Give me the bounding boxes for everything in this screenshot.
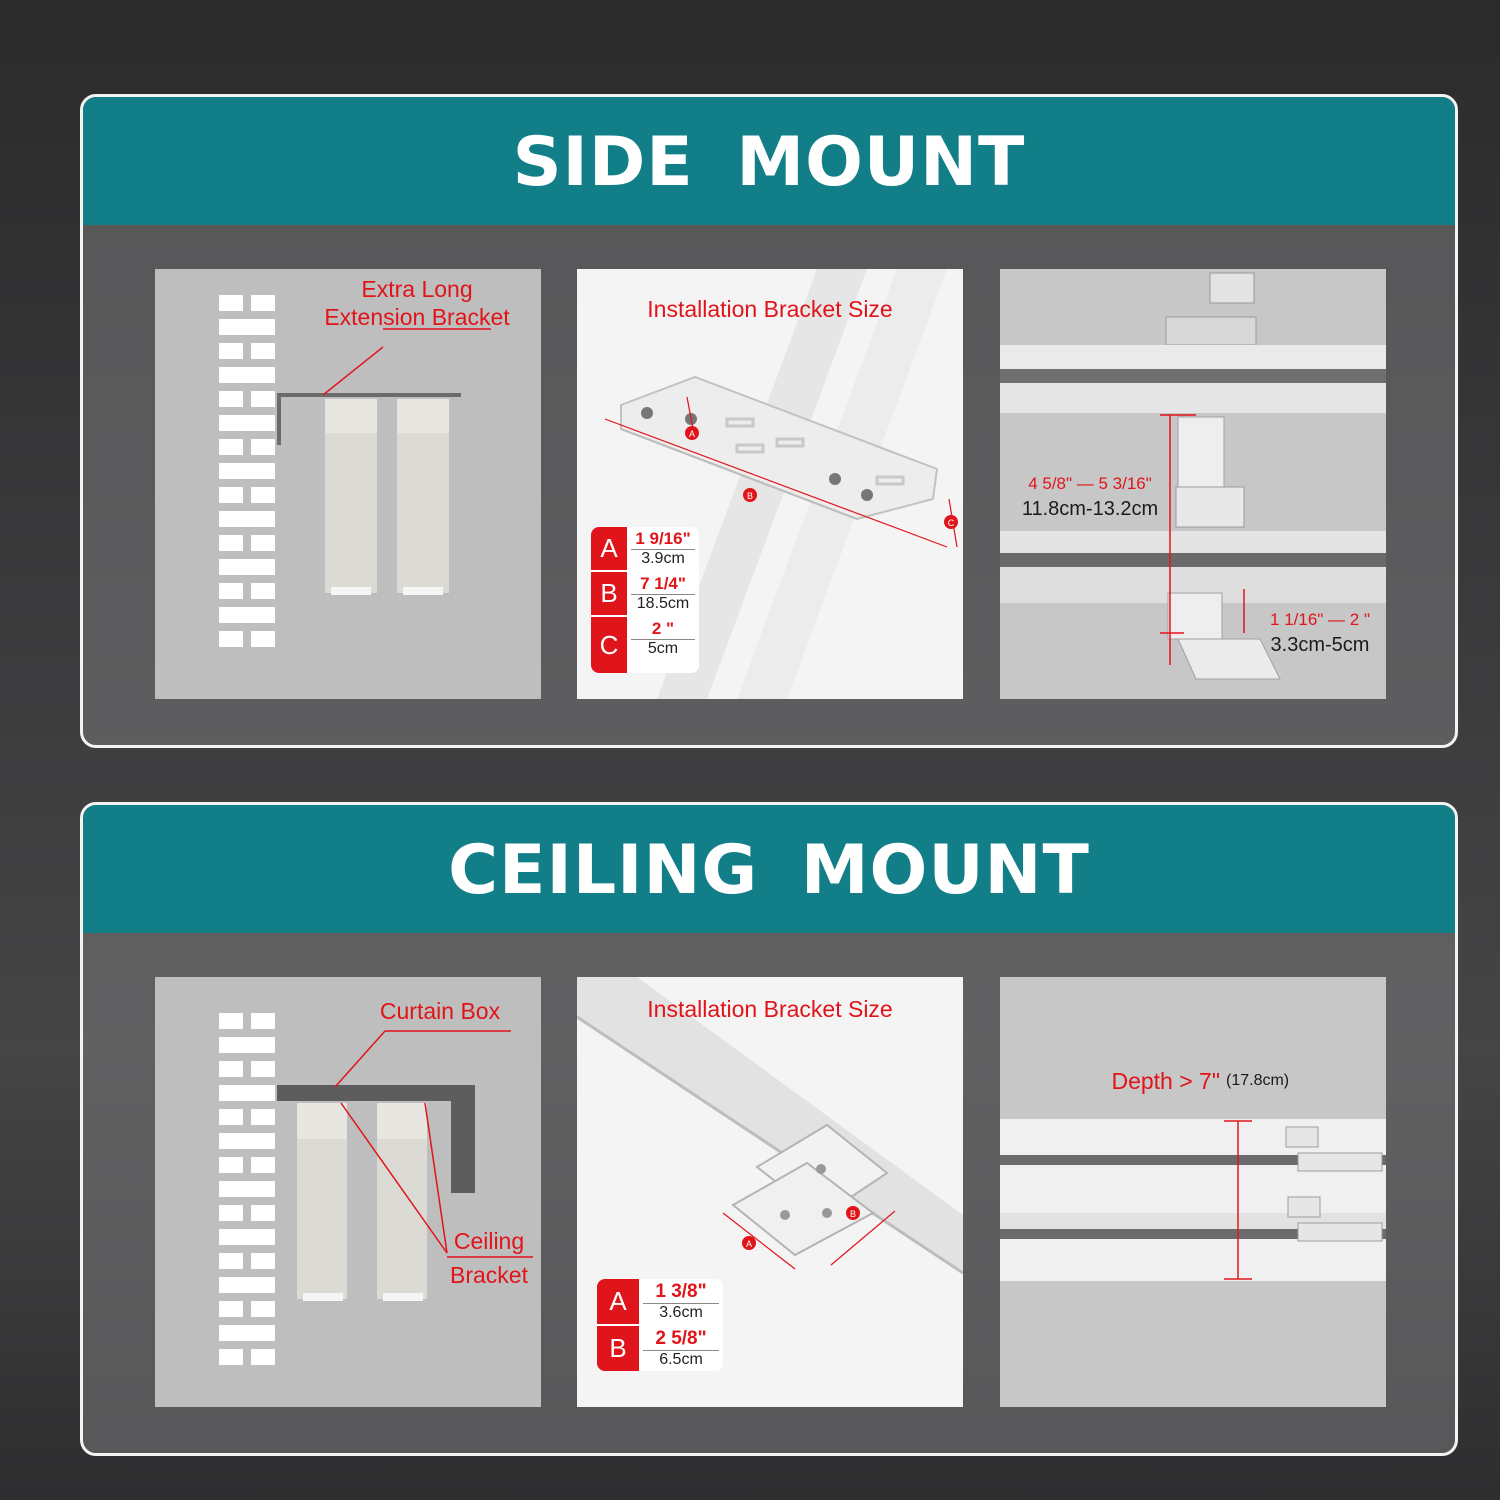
depth-label: Depth > 7": [1111, 1068, 1220, 1094]
ceiling-bracket-size-title: Installation Bracket Size: [647, 996, 892, 1022]
legend-row-a: A 1 9/16"3.9cm: [591, 527, 699, 570]
ceiling-bracket-size-panel: A B Installation Bracket Size A 1 3/8"3.…: [577, 977, 963, 1407]
ceiling-bracket-label-line2: Bracket: [450, 1262, 529, 1288]
wall-bracket-illustration: Extra Long Extension Bracket: [219, 276, 510, 647]
ceiling-mount-section: CEILING MOUNT: [80, 802, 1458, 1456]
side-double-track-panel: 4 5/8" — 5 3/16" 11.8cm-13.2cm 1 1/16" —…: [1000, 269, 1386, 699]
legend-row-b: B 7 1/4"18.5cm: [591, 570, 699, 615]
ceiling-mount-header: CEILING MOUNT: [83, 805, 1455, 933]
legend-row-b: B 2 5/8"6.5cm: [597, 1324, 723, 1371]
side-mount-header: SIDE MOUNT: [83, 97, 1455, 225]
depth-cm: (17.8cm): [1226, 1072, 1289, 1089]
curtain-box-illustration: Curtain Box Ceiling Bracket: [219, 998, 533, 1365]
curtain-track-1: [325, 399, 377, 595]
side-extension-bracket-diagram: Extra Long Extension Bracket: [155, 269, 541, 699]
brick-wall: [219, 295, 275, 647]
ceiling-bracket-photo: A B Installation Bracket Size: [577, 977, 963, 1275]
marker-a: A: [689, 429, 695, 439]
curtain-track-2: [377, 1103, 427, 1301]
side-bracket-size-panel: A B C Installation Bracket Size A 1 9/16…: [577, 269, 963, 699]
curtain-track-1: [297, 1103, 347, 1301]
extension-label-line2: Extension Bracket: [324, 304, 510, 330]
ceiling-mount-title: CEILING MOUNT: [448, 831, 1090, 910]
side-mount-title: SIDE MOUNT: [512, 123, 1026, 202]
side-bracket-size-title: Installation Bracket Size: [647, 296, 892, 322]
ceiling-depth-panel: Depth > 7" (17.8cm): [1000, 977, 1386, 1407]
curtain-box-label: Curtain Box: [380, 998, 501, 1024]
side-mount-section: SIDE MOUNT: [80, 94, 1458, 748]
ceiling-bracket-diagram: Curtain Box Ceiling Bracket: [155, 977, 541, 1407]
track-spacing-cm: 11.8cm-13.2cm: [1022, 498, 1158, 520]
extension-label-line1: Extra Long: [361, 276, 472, 302]
marker-b: B: [747, 491, 753, 501]
legend-row-c: C 2 "5cm: [591, 615, 699, 673]
legend-row-a: A 1 3/8"3.6cm: [597, 1279, 723, 1324]
ceiling-double-track-photo: Depth > 7" (17.8cm): [1000, 1068, 1386, 1281]
side-bracket-photo: A B C Installation Bracket Size: [604, 269, 958, 699]
curtain-track-2: [397, 399, 449, 595]
bracket-depth-cm: 3.3cm-5cm: [1271, 634, 1370, 656]
side-size-legend: A 1 9/16"3.9cm B 7 1/4"18.5cm C 2 "5cm: [591, 527, 699, 673]
brick-wall: [219, 1013, 275, 1365]
side-double-track-photo: 4 5/8" — 5 3/16" 11.8cm-13.2cm 1 1/16" —…: [1000, 272, 1386, 680]
track-spacing-inch: 4 5/8" — 5 3/16": [1028, 474, 1152, 493]
marker-b: B: [850, 1209, 856, 1219]
ceiling-size-legend: A 1 3/8"3.6cm B 2 5/8"6.5cm: [597, 1279, 723, 1371]
marker-c: C: [948, 518, 955, 528]
marker-a: A: [746, 1239, 752, 1249]
ceiling-bracket-label-line1: Ceiling: [454, 1228, 524, 1254]
bracket-depth-inch: 1 1/16" — 2 ": [1270, 610, 1370, 629]
